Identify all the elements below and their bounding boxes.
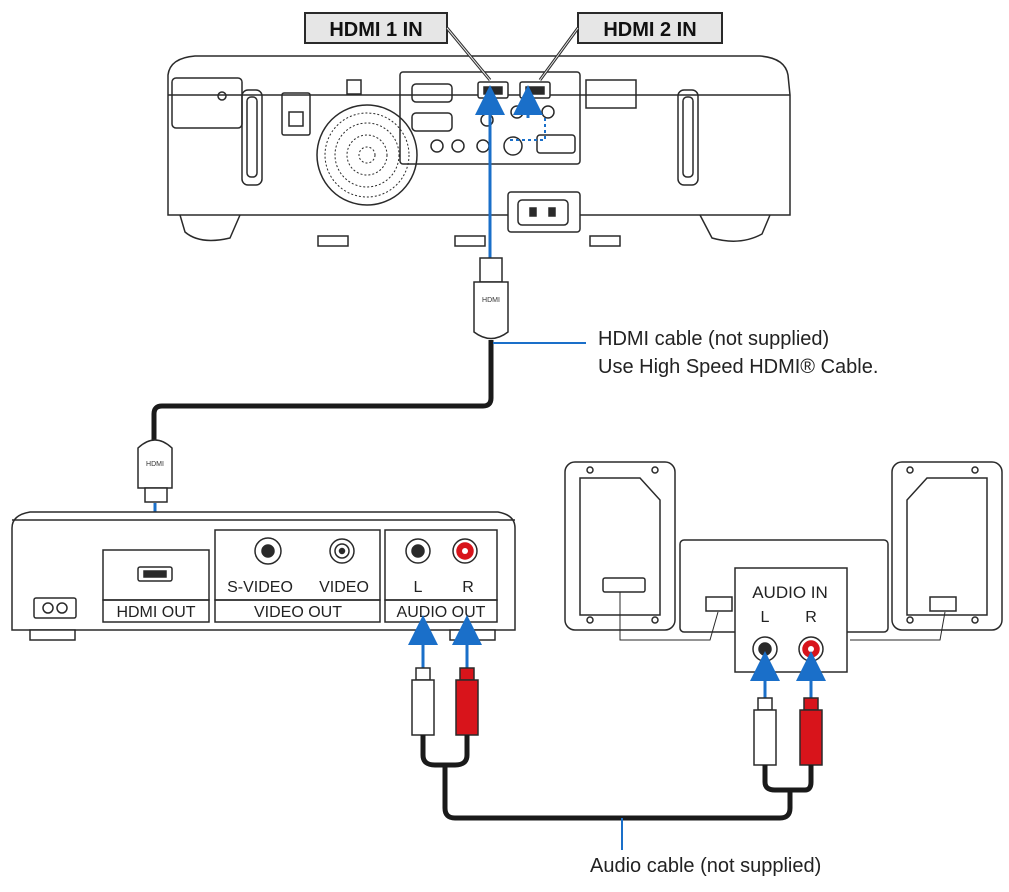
rca-white-plug-right bbox=[757, 697, 773, 711]
audio-cable-caption: Audio cable (not supplied) bbox=[590, 855, 822, 877]
hdmi-plug-bottom-head bbox=[144, 487, 168, 503]
rca-white-plug-left bbox=[415, 667, 431, 681]
hdmi1-in-label: HDMI 1 IN bbox=[329, 19, 422, 41]
projector-audio-path bbox=[510, 118, 546, 141]
audio-in-label: AUDIO IN bbox=[752, 583, 828, 602]
audio-out-r-label: R bbox=[462, 579, 474, 596]
hdmi2-in-callout bbox=[538, 12, 723, 81]
rca-red-plug-left bbox=[459, 667, 475, 681]
audio-in-r-label: R bbox=[805, 609, 817, 626]
audio-cable bbox=[408, 615, 826, 850]
audio-in-l-label: L bbox=[761, 609, 770, 626]
hdmi2-in-label: HDMI 2 IN bbox=[603, 19, 696, 41]
source-device bbox=[11, 511, 516, 641]
projector bbox=[167, 55, 791, 247]
video-out-label: VIDEO OUT bbox=[254, 604, 342, 621]
hdmi-plug-top-body bbox=[473, 281, 509, 340]
hdmi-plug-top-head bbox=[479, 257, 503, 283]
s-video-label: S-VIDEO bbox=[227, 579, 293, 596]
hdmi-cable-caption-line1: HDMI cable (not supplied) bbox=[598, 328, 830, 350]
hdmi-cable-caption-line2: Use High Speed HDMI® Cable. bbox=[598, 356, 879, 378]
hdmi-out-label: HDMI OUT bbox=[116, 604, 195, 621]
hdmi-plug-bottom-body bbox=[137, 439, 173, 489]
svg-text:HDMI: HDMI bbox=[482, 297, 500, 304]
rca-red-plug-right bbox=[803, 697, 819, 711]
hdmi1-in-callout bbox=[304, 12, 492, 81]
video-label: VIDEO bbox=[319, 579, 369, 596]
svg-text:HDMI: HDMI bbox=[146, 461, 164, 468]
audio-out-l-label: L bbox=[414, 579, 423, 596]
audio-out-label: AUDIO OUT bbox=[397, 604, 486, 621]
speakers bbox=[564, 461, 1003, 673]
